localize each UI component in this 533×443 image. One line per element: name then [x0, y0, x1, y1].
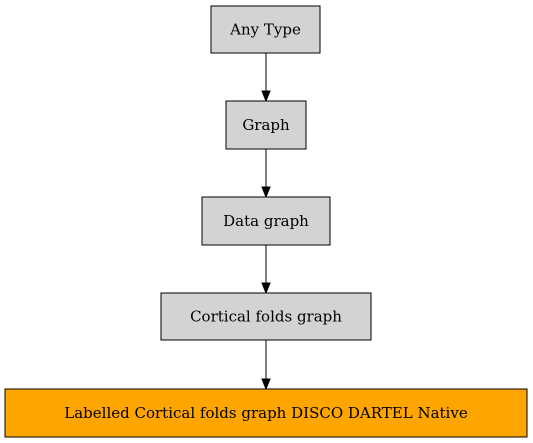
node-label-any-type: Any Type [229, 21, 301, 39]
node-label-labelled-cortical-folds-graph-disco-dartel-native: Labelled Cortical folds graph DISCO DART… [64, 404, 468, 422]
edge-cortical-folds-graph-to-labelled-cortical-folds-graph-disco-dartel-native [261, 340, 271, 391]
node-box-cortical-folds-graph [160, 292, 372, 341]
node-label-data-graph: Data graph [223, 212, 309, 230]
node-box-any-type [210, 5, 321, 54]
edges-layer [261, 53, 271, 391]
node-cortical-folds-graph: Cortical folds graph [160, 292, 372, 341]
node-box-labelled-cortical-folds-graph-disco-dartel-native [4, 388, 528, 438]
arrowhead-icon [261, 186, 271, 199]
arrowhead-icon [261, 378, 271, 391]
node-box-graph [225, 100, 307, 150]
node-any-type: Any Type [210, 5, 321, 54]
arrowhead-icon [261, 90, 271, 103]
edge-graph-to-data-graph [261, 149, 271, 199]
node-label-graph: Graph [242, 116, 290, 134]
edge-any-type-to-graph [261, 53, 271, 103]
arrowhead-icon [261, 282, 271, 295]
node-label-cortical-folds-graph: Cortical folds graph [190, 308, 342, 326]
node-graph: Graph [225, 100, 307, 150]
edge-data-graph-to-cortical-folds-graph [261, 245, 271, 295]
node-labelled-cortical-folds-graph-disco-dartel-native: Labelled Cortical folds graph DISCO DART… [4, 388, 528, 438]
node-box-data-graph [201, 196, 331, 246]
node-data-graph: Data graph [201, 196, 331, 246]
